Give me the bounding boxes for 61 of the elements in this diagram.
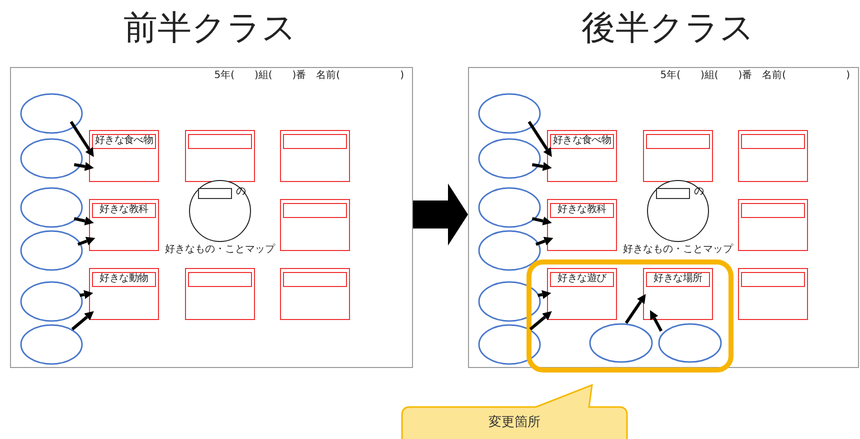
blank-ellipse: [20, 281, 83, 322]
category-title: 好きな場所: [646, 272, 710, 287]
arrow: [532, 162, 552, 171]
arrow: [80, 290, 94, 299]
category-title: 好きな動物: [92, 272, 156, 287]
arrow: [71, 311, 94, 330]
blank-ellipse: [478, 324, 541, 365]
block-arrow: [413, 184, 468, 246]
callout-bubble: [401, 384, 628, 439]
blank-ellipse: [478, 281, 541, 322]
category-box: [185, 130, 255, 182]
category-box: [280, 268, 350, 320]
category-title: 好きな食べ物: [550, 134, 614, 149]
arrow: [535, 236, 554, 246]
blank-ellipse: [478, 187, 541, 228]
category-box: [547, 199, 617, 251]
category-title: 好きな遊び: [550, 272, 614, 287]
category-box: [89, 268, 159, 320]
arrow: [532, 216, 552, 226]
category-title: 好きな教科: [550, 203, 614, 218]
arrow: [529, 311, 552, 330]
blank-ellipse: [20, 324, 83, 365]
arrow: [538, 290, 552, 299]
category-box: [547, 268, 617, 320]
category-title: 好きな食べ物: [92, 134, 156, 149]
blank-ellipse: [478, 138, 541, 179]
category-box: [738, 130, 808, 182]
category-box: [280, 199, 350, 251]
map-caption: 好きなもの・ことマップ: [164, 244, 276, 255]
arrow: [528, 120, 552, 158]
category-box: [89, 199, 159, 251]
blank-ellipse: [478, 93, 541, 134]
worksheet: [10, 67, 413, 368]
blank-ellipse: [20, 230, 83, 271]
blank-ellipse: [20, 187, 83, 228]
class-heading: 後半クラス: [582, 8, 754, 48]
category-box: [738, 199, 808, 251]
category-title: 好きな教科: [92, 203, 156, 218]
category-box: [738, 268, 808, 320]
arrow: [70, 120, 94, 158]
arrow: [77, 236, 96, 246]
blank-ellipse: [20, 93, 83, 134]
arrow: [74, 162, 94, 171]
category-box: [185, 268, 255, 320]
map-caption: 好きなもの・ことマップ: [622, 244, 734, 255]
worksheet: [468, 67, 859, 368]
arrow: [74, 216, 94, 226]
blank-ellipse: [20, 138, 83, 179]
category-box: [547, 130, 617, 182]
blank-ellipse: [658, 323, 722, 363]
category-box: [280, 130, 350, 182]
name-line: 5年( )組( )番 名前( ): [214, 70, 404, 82]
arrow: [650, 310, 663, 332]
category-box: [643, 268, 713, 320]
category-box: [643, 130, 713, 182]
callout-text: 変更箇所: [488, 415, 542, 431]
category-box: [89, 130, 159, 182]
class-heading: 前半クラス: [124, 8, 296, 48]
name-line: 5年( )組( )番 名前( ): [660, 70, 850, 82]
blank-ellipse: [478, 230, 541, 271]
blank-ellipse: [589, 323, 653, 363]
